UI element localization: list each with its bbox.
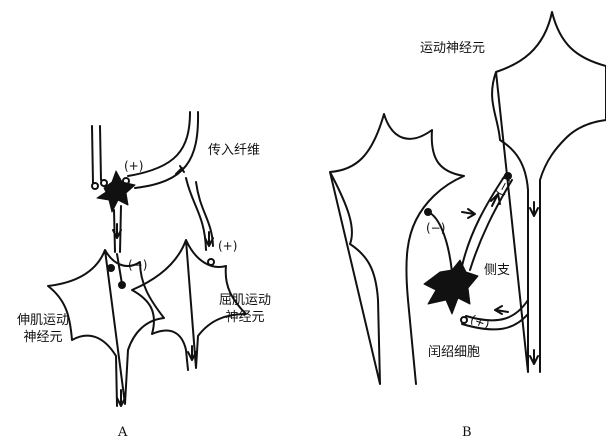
excitatory-sign-top: (+) (124, 158, 143, 175)
afferent-fiber-label: 传入纤维 (208, 142, 260, 159)
panel-b-drawing (330, 12, 606, 384)
extensor-label-line1: 伸肌运动 (10, 312, 76, 329)
inhibitory-sign-b-left: (−) (426, 220, 445, 237)
flexor-label-line1: 屈肌运动 (212, 292, 278, 309)
direction-arrow (462, 209, 475, 218)
extensor-motor-neuron-label: 伸肌运动 神经元 (10, 312, 76, 346)
synapse-terminal-inhibitory (108, 265, 114, 271)
synapse-terminal (101, 180, 107, 186)
panel-b-letter: B (462, 424, 472, 441)
collateral-label: 侧支 (484, 262, 510, 279)
excitatory-sign-right: (+) (218, 238, 237, 255)
synapse-terminal (461, 317, 467, 323)
renshaw-cell-label: 闰绍细胞 (428, 344, 480, 361)
synapse-terminal (92, 183, 98, 189)
afferent-fiber-left-branch (92, 126, 101, 183)
motor-neuron-label: 运动神经元 (420, 40, 485, 57)
interneuron-terminal-a (117, 254, 122, 284)
inhibitory-sign-a: (−) (128, 257, 147, 274)
panel-a-letter: A (118, 424, 127, 441)
afferent-fiber-main (128, 112, 198, 188)
inhibitory-interneuron-a (97, 171, 135, 212)
synapse-terminal-inhibitory (425, 209, 431, 215)
extensor-label-line2: 神经元 (10, 329, 76, 346)
direction-arrow (530, 350, 538, 364)
flexor-label-line2: 神经元 (212, 309, 278, 326)
direction-arrow (530, 202, 538, 216)
direction-arrow (495, 306, 508, 314)
flexor-motor-neuron-label: 屈肌运动 神经元 (212, 292, 278, 326)
synapse-terminal-inhibitory (119, 282, 125, 288)
